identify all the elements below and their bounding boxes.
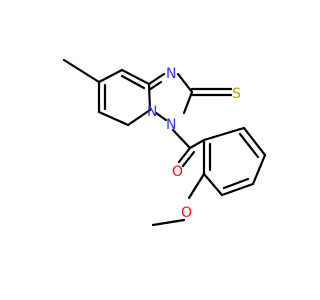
atom-labels: N N N S O O: [147, 66, 241, 221]
atom-label-o-carbonyl: O: [172, 164, 183, 180]
atom-label-n-top: N: [166, 66, 176, 82]
bond-lines: [62, 58, 267, 227]
atom-label-n-bridge: N: [147, 104, 157, 120]
atom-label-n-acyl: N: [166, 117, 176, 133]
atom-label-o-methoxy: O: [181, 205, 192, 221]
diagram-background: [0, 0, 300, 300]
atom-label-s-thione: S: [232, 86, 241, 102]
molecule-structure-diagram: N N N S O O: [0, 0, 300, 300]
